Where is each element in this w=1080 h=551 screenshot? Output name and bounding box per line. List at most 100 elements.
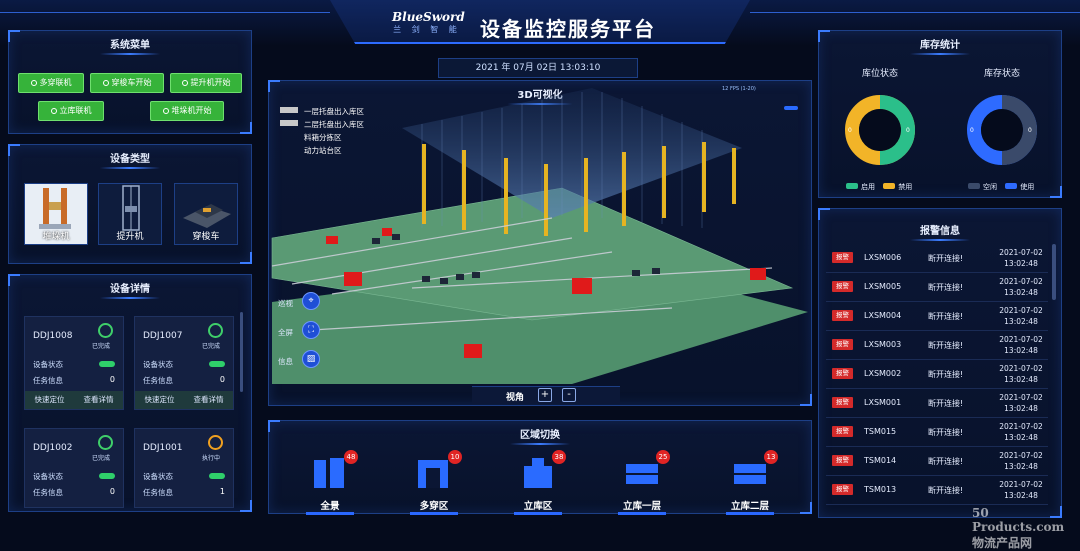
alarm-list-scrollbar[interactable] [1052,244,1056,300]
location-status-label: 库位状态 [862,69,899,79]
zone-count-badge: 48 [344,450,358,464]
locate-button[interactable]: 快速定位 [34,395,65,404]
zone-count-badge: 25 [656,450,670,464]
multi-shuttle-online-button[interactable]: 多穿联机 [18,73,84,93]
task-info-value: 0 [219,375,225,384]
control-label: 信息 [278,357,293,366]
zone-multi-shuttle[interactable]: 10 多穿区 [404,450,464,515]
zoom-in-button[interactable]: + [538,388,552,402]
legend-item: 动力站台区 [282,145,342,156]
alarm-time: 13:02:48 [1004,491,1038,500]
zone-count-badge: 10 [448,450,462,464]
legend-label: 一层托盘出入库区 [304,107,364,116]
stock-status-label: 库存状态 [984,69,1021,79]
zone-label: 立库一层 [612,498,672,515]
patrol-control[interactable]: 巡视 ⌖ [278,292,320,310]
locate-button[interactable]: 快速定位 [144,395,175,404]
check-icon [98,435,113,450]
device-status: 执行中 [201,455,220,462]
view-details-button[interactable]: 查看详情 [193,395,224,404]
zone-warehouse-floor2[interactable]: 13 立库二层 [720,450,780,515]
alarm-timestamp: 2021-07-02 13:02:48 [996,305,1046,327]
legend-label: 动力站台区 [304,146,342,155]
alarm-tag: 报警 [832,310,853,321]
alarm-time: 13:02:48 [1004,288,1038,297]
device-status-label: 设备状态 [143,360,173,369]
play-icon [102,80,109,86]
alarm-time: 13:02:48 [1004,433,1038,442]
view-controls [472,386,620,404]
alarm-time: 13:02:48 [1004,404,1038,413]
device-name: DDJ1002 [33,443,73,453]
alarm-time: 13:02:48 [1004,317,1038,326]
device-name: DDJ1007 [143,331,183,341]
alarm-tag: 报警 [832,368,853,379]
fullscreen-control[interactable]: 全屏 ⛶ [278,321,320,339]
legend-swatch-enabled [846,183,858,189]
zone-warehouse-floor1[interactable]: 25 立库一层 [612,450,672,515]
fps-graph [784,106,798,110]
button-label: 提升机开始 [190,78,231,87]
floor-icon [734,464,766,484]
alarm-tag: 报警 [832,252,853,263]
stock-donut-chart [967,95,1037,165]
device-type-shuttle[interactable]: 穿梭车 [174,183,238,245]
zone-label: 多穿区 [404,498,464,515]
task-info-label: 任务信息 [143,376,173,385]
status-indicator [99,473,115,479]
alarm-message: 断开连接! [928,341,964,350]
watermark: 50 Products.com 物流产品网 [972,506,1065,550]
legend-label: 二层托盘出入库区 [304,120,364,129]
zone-count-badge: 38 [552,450,566,464]
zone-switch-title: 区域切换 [510,425,570,445]
legend-swatch-free [968,183,980,189]
legend-label: 空闲 [983,183,997,191]
alarm-date: 2021-07-02 [999,306,1043,315]
device-type-lift[interactable]: 提升机 [98,183,162,245]
logo-sub: 兰 剑 智 能 [393,25,461,34]
donut-value-right: 0 [906,127,910,134]
card-actions: 快速定位 查看详情 [135,391,233,409]
alarm-tag: 报警 [832,281,853,292]
card-actions: 快速定位 查看详情 [25,391,123,409]
zone-panorama[interactable]: 48 全景 [300,450,360,515]
lift-start-button[interactable]: 提升机开始 [170,73,242,93]
shuttle-start-button[interactable]: 穿梭车开始 [90,73,164,93]
alarm-date: 2021-07-02 [999,248,1043,257]
device-card[interactable]: DDJ1001 执行中 设备状态 任务信息 1 [134,428,234,508]
device-card[interactable]: DDJ1002 已完成 设备状态 任务信息 0 [24,428,124,508]
device-type-stacker[interactable]: 堆垛机 [24,183,88,245]
warehouse-online-button[interactable]: 立库联机 [38,101,104,121]
check-icon [208,323,223,338]
device-detail-title: 设备详情 [100,279,160,299]
warehouse-3d-scene[interactable] [271,88,808,384]
legend-swatch-used [1005,183,1018,189]
device-status: 已完成 [91,343,110,350]
logo: BlueSword 兰 剑 智 能 [392,10,465,35]
alarm-device: TSM013 [864,485,897,494]
device-card[interactable]: DDJ1007 已完成 设备状态 任务信息 0 快速定位 查看详情 [134,316,234,410]
inventory-legend-left: 启用 禁用 [846,182,912,192]
device-card[interactable]: DDJ1008 已完成 设备状态 任务信息 0 快速定位 查看详情 [24,316,124,410]
alarm-time: 13:02:48 [1004,375,1038,384]
alarm-message: 断开连接! [928,428,964,437]
zoom-out-button[interactable]: - [562,388,576,402]
device-detail-scrollbar[interactable] [240,312,243,392]
view-details-button[interactable]: 查看详情 [83,395,114,404]
info-control[interactable]: 信息 ▨ [278,350,320,368]
stacker-start-button[interactable]: 堆垛机开始 [150,101,224,121]
task-info-label: 任务信息 [33,376,63,385]
zone-warehouse[interactable]: 38 立库区 [508,450,568,515]
